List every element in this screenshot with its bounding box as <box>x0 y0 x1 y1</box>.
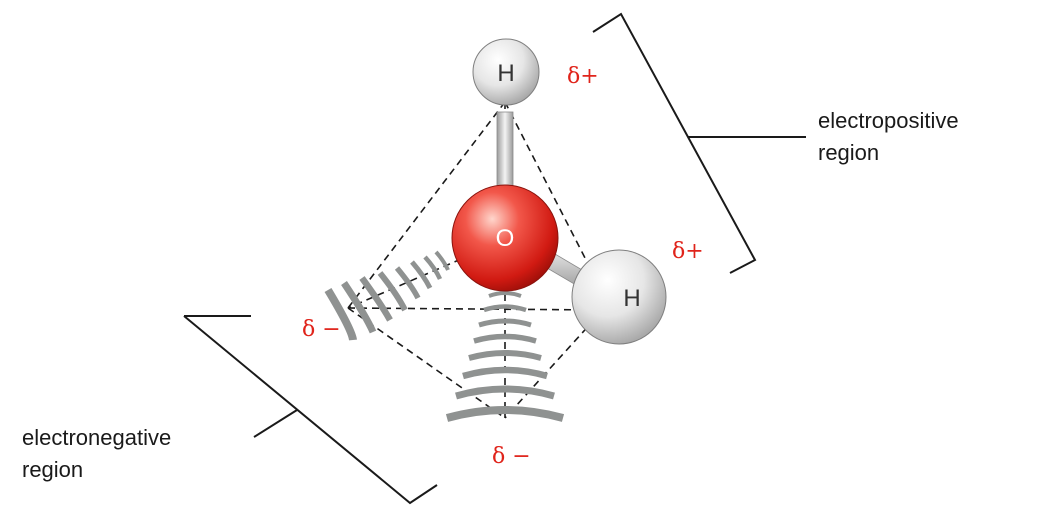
oxygen-label: O <box>496 225 515 252</box>
lone-pair-left <box>324 250 450 341</box>
delta-plus-right: δ+ <box>672 239 704 264</box>
delta-minus-bottom: δ − <box>492 444 531 469</box>
hydrogen-atom-top: H <box>472 38 540 106</box>
electronegative-label-line1: electronegative <box>22 425 171 450</box>
oxygen-atom: O <box>451 184 559 292</box>
delta-minus-left: δ − <box>302 317 341 342</box>
electropositive-label-line1: electropositive <box>818 108 959 133</box>
electropositive-label-line2: region <box>818 140 879 165</box>
hydrogen-right-label: H <box>623 285 640 312</box>
delta-plus-top: δ+ <box>567 64 599 89</box>
lone-pair-bottom <box>445 291 565 422</box>
electronegative-bracket <box>183 315 438 505</box>
hydrogen-atom-right: H <box>571 249 667 345</box>
hydrogen-top-label: H <box>497 60 514 87</box>
electropositive-bracket <box>592 12 806 274</box>
electronegative-label-line2: region <box>22 457 83 482</box>
